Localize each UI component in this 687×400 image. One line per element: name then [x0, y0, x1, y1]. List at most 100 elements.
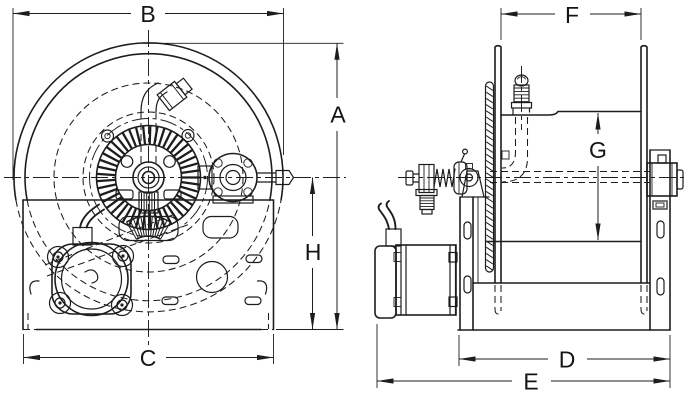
dim-label-e: E	[523, 369, 538, 395]
decorative-line	[485, 116, 494, 122]
decorative-line	[485, 240, 494, 246]
decorative-line	[485, 209, 494, 215]
motor-flange-bolt	[48, 291, 72, 315]
dim-label-d: D	[559, 347, 576, 373]
decorative-line	[173, 143, 189, 157]
decorative-line	[485, 203, 494, 209]
decorative-line	[115, 136, 129, 152]
decorative-line	[485, 197, 494, 203]
decorative-line	[121, 132, 133, 150]
decorative-line	[170, 138, 184, 154]
decorative-line	[485, 104, 494, 110]
bolt-circle-dashed	[89, 118, 208, 237]
junction-box	[385, 228, 402, 247]
decorative-line	[485, 122, 494, 129]
motor-flange-bolt	[46, 245, 70, 269]
decorative-line	[141, 126, 147, 145]
drum	[485, 110, 642, 243]
dimension-G: G	[589, 113, 607, 240]
decorative-line	[176, 149, 193, 161]
decorative-line	[110, 199, 126, 215]
keyway-hatching	[141, 193, 155, 212]
decorative-line	[97, 172, 116, 177]
threaded-fitting	[513, 84, 530, 104]
hub-assembly	[100, 128, 195, 214]
dim-label-b: B	[140, 1, 155, 27]
decorative-line	[176, 194, 193, 206]
flange-bolt	[501, 150, 510, 160]
dimension-C: C	[23, 334, 274, 371]
frame-slot	[202, 215, 239, 239]
right-disc-edge	[640, 44, 648, 315]
dimension-H: H	[305, 177, 322, 330]
junction-box	[72, 226, 93, 246]
decorative-line	[129, 219, 139, 239]
decorative-line	[99, 158, 118, 168]
decorative-line	[106, 146, 123, 159]
inner-disc-rim-hidden	[26, 199, 271, 302]
riser-pipe	[140, 77, 193, 163]
decorative-line	[97, 178, 116, 183]
decorative-line	[485, 246, 494, 253]
decorative-line	[180, 162, 199, 170]
hidden-pipe	[501, 117, 529, 183]
ring-gear	[95, 124, 202, 231]
frame-pill-slot	[244, 296, 262, 306]
front-base-frame	[22, 199, 275, 331]
tie-rod-nut	[448, 296, 458, 308]
decorative-line	[97, 165, 116, 172]
pinion-bolt	[465, 163, 473, 170]
decorative-line	[485, 159, 494, 166]
decorative-line	[148, 125, 152, 145]
dimension-F: F	[500, 2, 642, 40]
front-view: B A H C	[4, 1, 346, 371]
right-frame-upright	[646, 149, 684, 331]
decorative-line	[485, 234, 494, 240]
decorative-line	[485, 259, 494, 265]
inner-disc-rim	[24, 53, 273, 201]
decorative-line	[148, 210, 152, 230]
decorative-line	[150, 216, 153, 237]
swivel-inlet-assembly	[405, 148, 479, 215]
motor-flange-bolt	[110, 293, 134, 317]
decorative-line	[158, 219, 168, 239]
frame-pill-slot	[245, 254, 263, 264]
motor-shaft-key	[84, 269, 99, 284]
pinlock-base	[212, 195, 254, 204]
motor-wire	[385, 200, 397, 230]
decorative-line	[97, 183, 116, 190]
castellated-nut	[418, 163, 435, 194]
decorative-line	[178, 190, 197, 200]
decorative-line	[128, 208, 138, 226]
decorative-line	[102, 152, 120, 163]
upright-slot	[656, 220, 665, 239]
dim-label-h: H	[305, 239, 322, 265]
decorative-line	[162, 130, 173, 148]
upright-slot	[656, 277, 665, 296]
decorative-line	[485, 228, 494, 234]
motor-wire	[377, 202, 390, 230]
decorative-line	[485, 190, 494, 197]
pinlock-assembly	[197, 152, 295, 204]
decorative-line	[485, 153, 494, 160]
hidden-pipe	[501, 117, 517, 169]
electric-motor-side	[374, 200, 458, 319]
pillow-block-bearing	[646, 154, 684, 210]
outer-disc-edge-hidden	[15, 199, 282, 313]
decorative-line	[485, 147, 494, 153]
side-base-frame	[457, 282, 671, 331]
chain-line-hidden	[44, 211, 181, 266]
mount-pad	[163, 189, 182, 200]
disc-screw	[181, 128, 195, 143]
release-lever	[462, 148, 469, 155]
tie-rod-nut	[393, 297, 402, 307]
decorative-line	[180, 185, 199, 193]
decorative-line	[485, 252, 494, 259]
decorative-line	[485, 85, 494, 91]
dimension-E: E	[376, 324, 670, 395]
dim-label-f: F	[565, 2, 579, 28]
decorative-line	[157, 209, 166, 227]
decorative-line	[178, 155, 197, 165]
